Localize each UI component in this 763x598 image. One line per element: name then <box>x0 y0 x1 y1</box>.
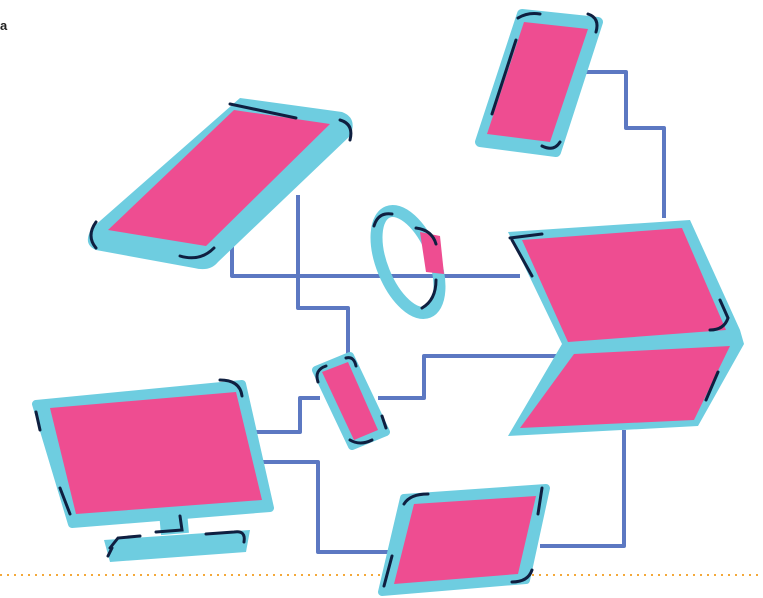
laptop-folded-icon <box>508 220 744 436</box>
connector-smallphone-to-laptop <box>378 356 560 398</box>
tablet-bottom-icon <box>382 488 546 592</box>
connector-phone-to-laptop <box>582 72 664 218</box>
tablet-tilted-icon <box>88 98 353 269</box>
connector-tablet-to-smallphone <box>298 195 348 362</box>
phone-top-right-icon <box>480 14 598 153</box>
smart-ring-icon <box>364 202 453 322</box>
connector-laptop-to-bottomtablet <box>540 430 624 546</box>
connector-monitor-to-smallphone <box>250 398 320 432</box>
connector-monitor-to-bottomtablet <box>258 462 400 552</box>
desktop-monitor-icon <box>36 380 270 562</box>
small-phone-icon <box>316 356 386 446</box>
